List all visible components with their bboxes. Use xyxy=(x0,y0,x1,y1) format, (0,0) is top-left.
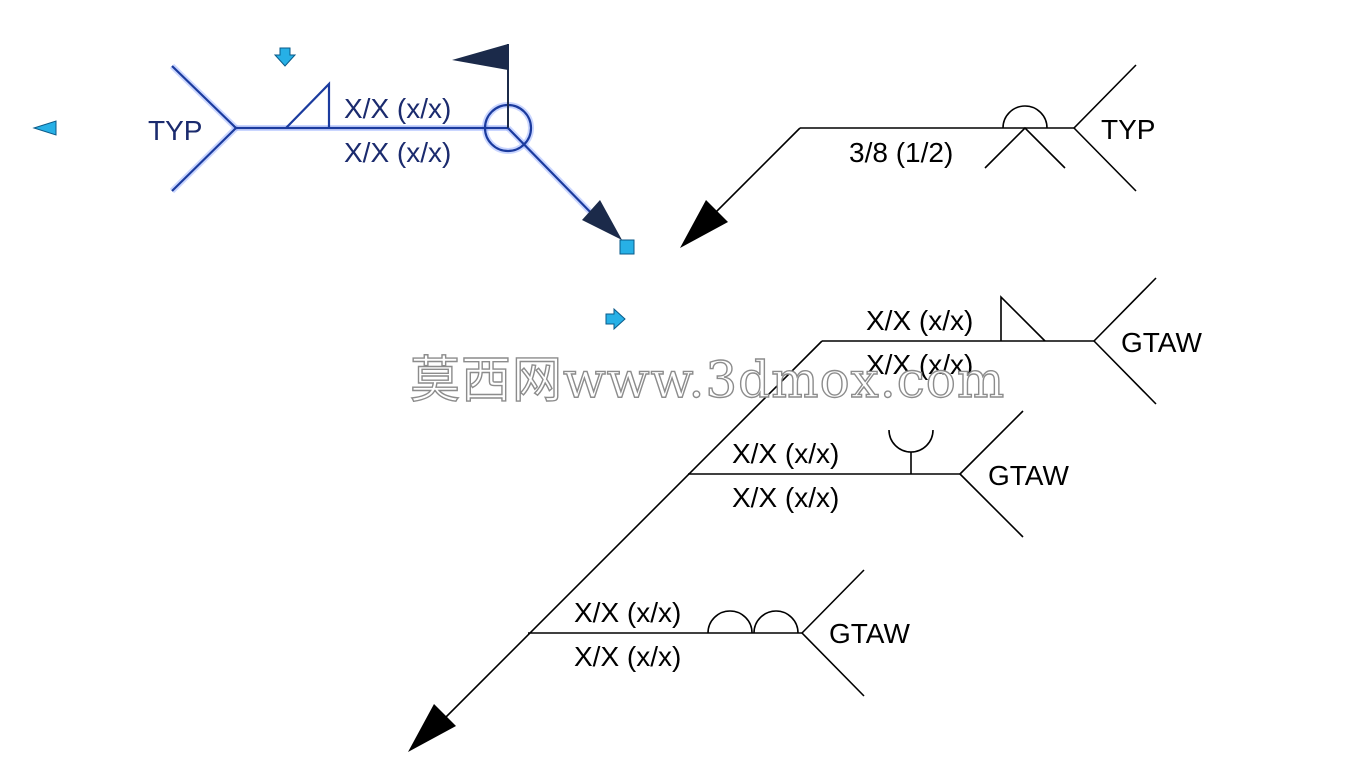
gtaw-leader[interactable] xyxy=(408,340,823,752)
tail-lower xyxy=(959,473,1024,538)
weld-symbol-gtaw-3[interactable]: GTAW X/X (x/x) X/X (x/x) xyxy=(528,569,910,697)
watermark-text: 莫西网www.3dmox.com xyxy=(410,351,1005,409)
tail-lower xyxy=(171,127,237,192)
leader-arrowhead xyxy=(408,704,456,752)
fillet-weld-symbol xyxy=(1000,295,1046,342)
tail-text: GTAW xyxy=(988,460,1069,491)
dimension-below: 3/8 (1/2) xyxy=(849,137,953,168)
tail-text: GTAW xyxy=(1121,327,1202,358)
fillet-weld-symbol xyxy=(285,81,331,129)
spot-weld-symbol xyxy=(1002,105,1048,129)
tail-upper xyxy=(1073,64,1137,129)
field-weld-flag xyxy=(452,44,508,70)
tail-upper xyxy=(959,410,1024,475)
weld-symbol-top-right[interactable]: TYP 3/8 (1/2) xyxy=(680,64,1155,248)
tail-text: TYP xyxy=(148,115,202,146)
dimension-above: X/X (x/x) xyxy=(574,597,681,628)
arrow-left-grip[interactable] xyxy=(32,120,57,136)
endpoint-square-grip[interactable] xyxy=(619,239,635,255)
tail-lower xyxy=(1093,340,1157,405)
dimension-below: X/X (x/x) xyxy=(344,137,451,168)
arrow-down-grip[interactable] xyxy=(273,47,297,67)
dimension-below: X/X (x/x) xyxy=(574,641,681,672)
dimension-below: X/X (x/x) xyxy=(866,349,973,380)
spot-weld-symbol-left xyxy=(707,610,753,634)
bevel-weld-symbol xyxy=(984,126,1066,169)
tail-lower xyxy=(801,632,865,697)
weld-symbol-gtaw-1[interactable]: GTAW X/X (x/x) X/X (x/x) xyxy=(822,277,1202,405)
weld-symbol-gtaw-2[interactable]: GTAW X/X (x/x) X/X (x/x) xyxy=(688,410,1069,538)
tail-upper xyxy=(171,65,237,129)
arrow-right-grip[interactable] xyxy=(605,307,626,331)
dimension-below: X/X (x/x) xyxy=(732,482,839,513)
weld-symbol-selected[interactable]: TYP X/X (x/x) X/X (x/x) xyxy=(148,44,622,240)
tail-text: TYP xyxy=(1101,114,1155,145)
tail-text: GTAW xyxy=(829,618,910,649)
dimension-above: X/X (x/x) xyxy=(866,305,973,336)
leader-line xyxy=(507,127,601,223)
spot-weld-symbol-right xyxy=(753,610,799,634)
leader-arrowhead xyxy=(680,200,728,248)
dimension-above: X/X (x/x) xyxy=(732,438,839,469)
leader-line xyxy=(424,340,823,739)
tail-upper xyxy=(1093,277,1157,342)
tail-lower xyxy=(1073,127,1137,192)
leader-arrowhead xyxy=(582,200,622,240)
dimension-above: X/X (x/x) xyxy=(344,93,451,124)
j-groove-weld-symbol xyxy=(888,429,934,453)
tail-upper xyxy=(801,569,865,634)
